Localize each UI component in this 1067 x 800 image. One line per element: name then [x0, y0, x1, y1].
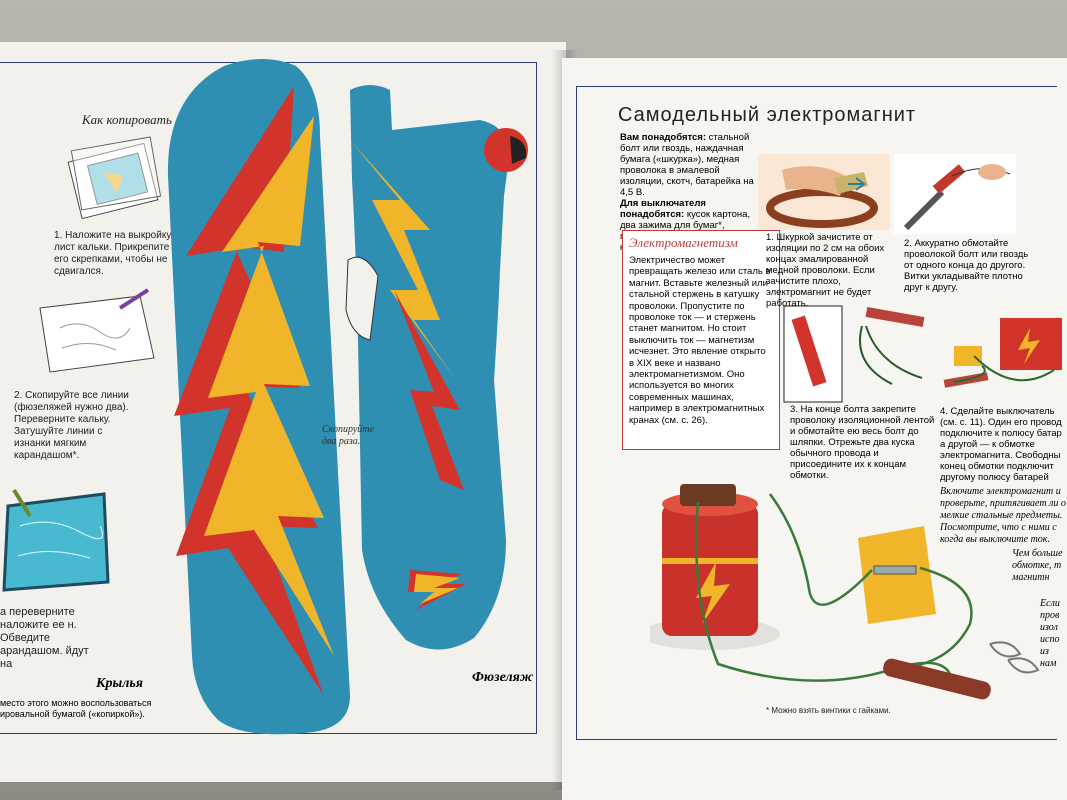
electromagnetism-box: Электромагнетизм Электричество может пре…	[622, 230, 780, 450]
you-need-text: стальной болт или гвоздь, наждачная бума…	[620, 132, 754, 198]
right-step3-text: 3. На конце болта закрепите проволоку из…	[790, 404, 935, 481]
note-more-turns: Чем больше обмотке, т магнитн	[1012, 548, 1063, 583]
right-step1-text: 1. Шкуркой зачистите от изоляции по 2 см…	[766, 232, 885, 309]
left-step1-text: 1. Наложите на выкройку лист кальки. При…	[54, 230, 172, 277]
note-insulation: Если пров изол испо из нам	[1040, 598, 1060, 669]
you-need-label: Вам понадобятся:	[620, 132, 707, 143]
page-title: Самодельный электромагнит	[618, 104, 917, 126]
left-footnote: место этого можно воспользоваться ировал…	[0, 698, 152, 719]
switch-battery-illustration	[943, 318, 1062, 388]
box-text: Электричество может превращать железо ил…	[629, 255, 771, 426]
box-title: Электромагнетизм	[629, 235, 738, 250]
switch-label: Для выключателя понадобятся:	[620, 198, 706, 220]
step2-illustration	[39, 288, 155, 373]
step3-illustration	[2, 488, 110, 592]
winding-illustration	[894, 154, 1016, 234]
right-step4-text: 4. Сделайте выключатель (см. с. 11). Оди…	[940, 406, 1062, 483]
step1-illustration	[67, 136, 162, 220]
fuselage-template	[345, 85, 528, 650]
copy-twice-note: Скопируйте два раза.	[322, 424, 374, 447]
wing-template	[167, 59, 350, 735]
wings-label: Крылья	[96, 676, 144, 691]
right-footnote: * Можно взять винтики с гайками.	[766, 706, 891, 715]
left-step2-text: 2. Скопируйте все линии (фюзеляжей нужно…	[14, 390, 129, 461]
electromagnet-photo	[650, 484, 1040, 700]
how-to-copy-title: Как копировать	[82, 112, 172, 127]
taping-illustration	[783, 305, 925, 403]
left-step3-text: а переверните наложите ее н. Обведите ар…	[0, 606, 89, 670]
note-check-magnet: Включите электромагнит и проверьте, прит…	[940, 486, 1066, 545]
sanding-illustration	[758, 154, 890, 230]
right-step2-text: 2. Аккуратно обмотайте проволокой болт и…	[904, 238, 1029, 293]
fuselage-label: Фюзеляж	[472, 670, 534, 685]
right-page-frame	[576, 86, 1057, 740]
